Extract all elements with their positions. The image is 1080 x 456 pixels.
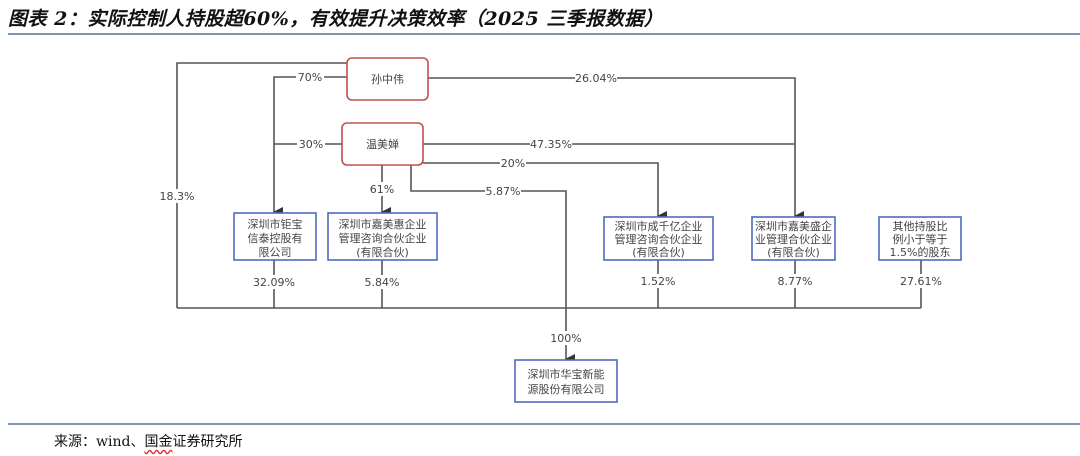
node-jubao-line-2: 信泰控股有 bbox=[248, 231, 303, 245]
node-chengqianyi-line-2: 管理咨询合伙企业 bbox=[615, 232, 703, 246]
label-chengqianyi-target: 1.52% bbox=[641, 274, 676, 288]
source-suffix: 证券研究所 bbox=[172, 434, 243, 450]
pct-jiameisheng-target: 8.77% bbox=[778, 275, 813, 288]
source-prefix: 来源：wind、 bbox=[54, 434, 145, 450]
edge-labels: 70% 30% 26.04% 47.35% 20% 61% 5.87% 18.3… bbox=[158, 70, 942, 345]
node-jubao-line-3: 限公司 bbox=[259, 246, 292, 259]
source-underlined: 国金 bbox=[144, 434, 173, 450]
node-others: 其他持股比 例小于等于 1.5%的股东 bbox=[878, 216, 962, 261]
pct-jubao-target: 32.09% bbox=[253, 276, 295, 289]
node-jubao: 深圳市钜宝 信泰控股有 限公司 bbox=[233, 212, 317, 261]
node-jiameisheng: 深圳市嘉美盛企 业管理合伙企业 (有限合伙) bbox=[751, 216, 836, 261]
node-others-line-2: 例小于等于 bbox=[893, 232, 948, 246]
node-sun-label: 孙中伟 bbox=[371, 73, 404, 86]
edge-sun-target bbox=[176, 62, 347, 308]
source-note: 来源：wind、国金证券研究所 bbox=[54, 431, 242, 451]
node-jiameisheng-line-2: 业管理合伙企业 bbox=[755, 232, 832, 246]
node-jiameisheng-line-1: 深圳市嘉美盛企 bbox=[755, 219, 832, 233]
label-bus-target: 100% bbox=[547, 331, 585, 345]
label-jiameihui-target: 5.84% bbox=[365, 275, 400, 289]
node-jiameihui: 深圳市嘉美惠企业 管理咨询合伙企业 (有限合伙) bbox=[327, 212, 438, 261]
label-wen-jubao: 30% bbox=[297, 137, 325, 151]
pct-wen-jubao: 30% bbox=[299, 138, 323, 151]
label-wen-jiameihui: 61% bbox=[368, 182, 396, 196]
pct-wen-target: 5.87% bbox=[486, 185, 521, 198]
label-wen-chengqianyi: 20% bbox=[500, 156, 526, 170]
edge-wen-chengqianyi bbox=[423, 162, 667, 221]
label-wen-target: 5.87% bbox=[485, 184, 521, 198]
pct-wen-jiameisheng: 47.35% bbox=[530, 138, 572, 151]
pct-jiameihui-target: 5.84% bbox=[365, 276, 400, 289]
pct-chengqianyi-target: 1.52% bbox=[641, 275, 676, 288]
connector-lines bbox=[176, 62, 922, 364]
label-wen-jiameisheng: 47.35% bbox=[530, 137, 572, 151]
node-chengqianyi-line-3: (有限合伙) bbox=[632, 245, 685, 259]
node-sun: 孙中伟 bbox=[346, 57, 429, 101]
edge-sun-jiameisheng bbox=[428, 77, 804, 221]
node-chengqianyi-line-1: 深圳市成千亿企业 bbox=[615, 219, 703, 233]
figure-title: 图表 2：实际控制人持股超60%，有效提升决策效率（2025 三季报数据） bbox=[8, 8, 664, 30]
node-chengqianyi: 深圳市成千亿企业 管理咨询合伙企业 (有限合伙) bbox=[603, 216, 714, 261]
node-target-line-2: 源股份有限公司 bbox=[528, 382, 605, 396]
node-jiameisheng-line-3: (有限合伙) bbox=[767, 245, 820, 259]
pct-wen-chengqianyi: 20% bbox=[501, 157, 525, 170]
node-target-line-1: 深圳市华宝新能 bbox=[528, 367, 605, 381]
node-jiameihui-line-2: 管理咨询合伙企业 bbox=[339, 231, 427, 245]
label-jiameisheng-target: 8.77% bbox=[778, 274, 813, 288]
node-jiameihui-line-3: (有限合伙) bbox=[356, 245, 409, 259]
node-jiameihui-line-1: 深圳市嘉美惠企业 bbox=[339, 217, 427, 231]
label-jubao-target: 32.09% bbox=[253, 275, 295, 289]
pct-others-target: 27.61% bbox=[900, 275, 942, 288]
label-sun-target: 18.3% bbox=[158, 189, 196, 203]
footer-divider bbox=[8, 423, 1080, 425]
title-divider bbox=[8, 33, 1080, 35]
node-wen: 温美婵 bbox=[341, 122, 424, 166]
pct-wen-jiameihui: 61% bbox=[370, 183, 394, 196]
node-target: 深圳市华宝新能 源股份有限公司 bbox=[514, 359, 618, 403]
node-wen-label: 温美婵 bbox=[366, 137, 399, 151]
label-others-target: 27.61% bbox=[900, 274, 942, 288]
pct-bus-target: 100% bbox=[550, 332, 581, 345]
pct-sun-target: 18.3% bbox=[160, 190, 195, 203]
label-sun-jiameisheng: 26.04% bbox=[575, 71, 617, 85]
pct-sun-jiameisheng: 26.04% bbox=[575, 72, 617, 85]
node-others-line-3: 1.5%的股东 bbox=[890, 245, 951, 259]
node-jubao-line-1: 深圳市钜宝 bbox=[248, 217, 303, 231]
pct-sun-jubao: 70% bbox=[298, 71, 322, 84]
label-sun-jubao: 70% bbox=[296, 70, 324, 84]
node-others-line-1: 其他持股比 bbox=[893, 219, 948, 233]
